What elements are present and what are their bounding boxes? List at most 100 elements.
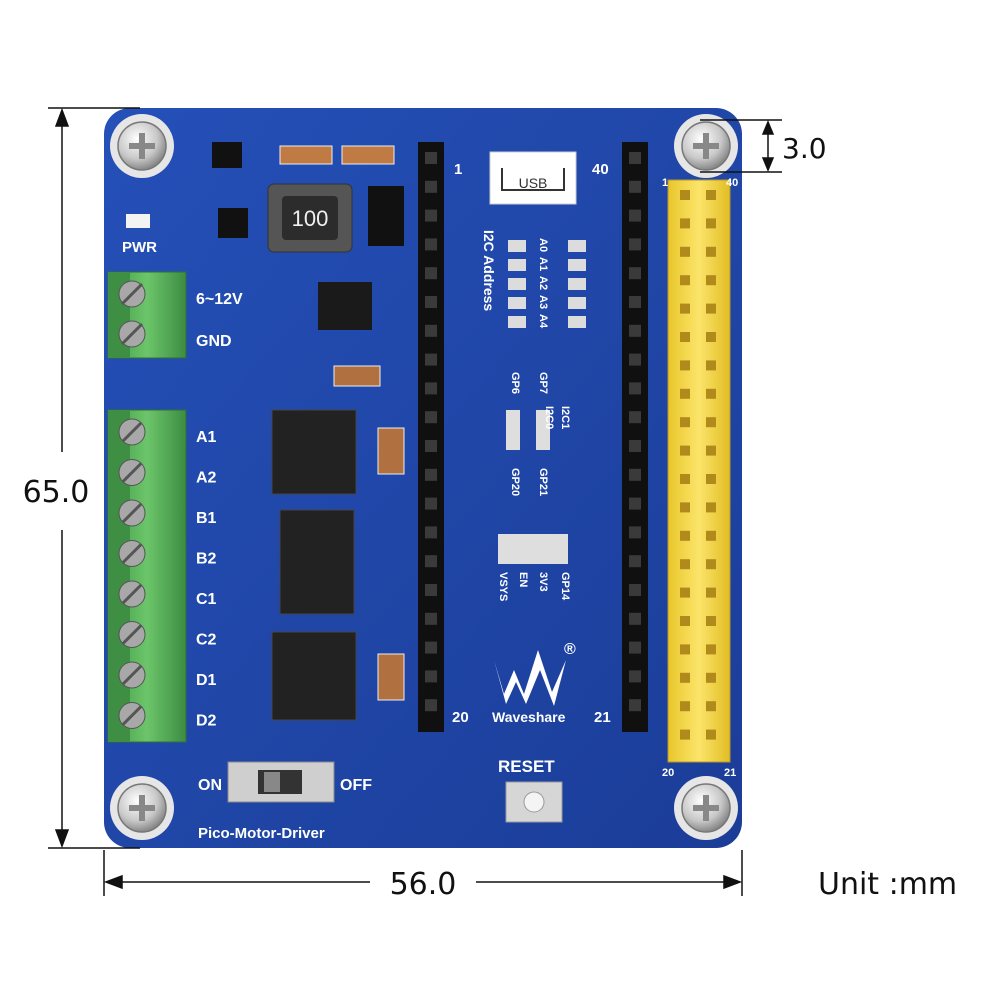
gpio-pin — [706, 303, 716, 314]
power-select-label: VSYS — [497, 572, 509, 601]
driver-chips — [271, 409, 405, 721]
power-components — [212, 142, 404, 387]
header-pin — [629, 612, 641, 625]
header-pin — [629, 267, 641, 280]
gpio-pin — [706, 332, 716, 342]
header-pin — [425, 296, 437, 308]
i2c-select-label: GP20 — [509, 468, 521, 496]
gpio-pin — [706, 530, 716, 541]
gpio-pin — [680, 672, 690, 683]
motor-label: C1 — [196, 591, 217, 608]
header-pin — [425, 526, 437, 539]
usb-outline — [489, 151, 577, 205]
header-pin — [629, 296, 641, 308]
gpio-pin — [706, 502, 716, 513]
hole-dimension: 3.0 — [782, 132, 827, 165]
header-pin — [629, 555, 641, 568]
motor-label: C2 — [196, 632, 217, 649]
power-switch — [227, 761, 335, 803]
motor-label: B2 — [196, 551, 217, 568]
unit-label: Unit :mm — [818, 867, 957, 902]
header-pin — [629, 440, 641, 452]
gpio-pin — [706, 445, 716, 456]
left-header-top: 1 — [454, 161, 462, 178]
header-pin — [425, 641, 437, 654]
gpio-pin — [680, 587, 690, 598]
gpio-pin — [680, 332, 690, 342]
gpio-pin — [706, 190, 716, 200]
power-select-label: GP14 — [559, 572, 571, 601]
address-pin-label: A3 — [537, 295, 549, 309]
header-pin — [629, 180, 641, 193]
header-pin — [629, 584, 641, 596]
header-pin — [629, 670, 641, 683]
usb-label: USB — [519, 175, 548, 191]
header-pin — [425, 440, 437, 452]
brand-mark: ® — [564, 641, 576, 658]
screw-icon — [117, 121, 731, 833]
header-pin — [629, 497, 641, 510]
gpio-pin — [680, 190, 690, 200]
header-pin — [425, 267, 437, 280]
gpio-pin — [680, 701, 690, 712]
gpio-pin — [706, 388, 716, 399]
motor-label: D1 — [196, 672, 217, 689]
header-pin — [629, 324, 641, 337]
header-pin — [425, 612, 437, 625]
power-select-label: 3V3 — [537, 572, 549, 592]
power-terminal-block — [107, 271, 187, 359]
gpio-pin — [706, 616, 716, 626]
gpio-pin — [680, 360, 690, 371]
header-pin — [629, 526, 641, 539]
gpio-pin — [706, 701, 716, 712]
header-pin — [629, 209, 641, 222]
i2c-select-pads — [506, 410, 550, 450]
header-pin — [425, 468, 437, 481]
header-pin — [425, 382, 437, 395]
height-dimension-line — [48, 107, 140, 849]
address-pin-label: A1 — [537, 257, 549, 271]
gpio-pin — [680, 644, 690, 655]
gpio-pin — [706, 587, 716, 598]
gpio-pin — [680, 303, 690, 314]
header-pin — [629, 152, 641, 164]
motor-label: A1 — [196, 429, 217, 446]
power-label-gnd: GND — [196, 333, 232, 350]
power-label-vin: 6~12V — [196, 291, 243, 308]
gpio-pin — [680, 218, 690, 229]
i2c-select-label: I2C0 — [543, 406, 555, 429]
i2c-select-label: GP21 — [537, 468, 549, 496]
address-pin-label: A4 — [537, 314, 549, 329]
header-pin — [629, 641, 641, 654]
gpio-pin — [706, 474, 716, 484]
height-dimension: 65.0 — [23, 475, 90, 510]
gpio-pin — [680, 246, 690, 257]
i2c-select-label: I2C1 — [559, 406, 571, 429]
header-pin — [425, 324, 437, 337]
power-select-label: EN — [517, 572, 529, 587]
header-pin — [425, 180, 437, 193]
header-pin — [629, 353, 641, 366]
gpio-pin — [680, 502, 690, 513]
gpio-pin — [706, 644, 716, 655]
power-select-pads — [498, 534, 568, 564]
gpio-pin — [706, 275, 716, 286]
header-pin — [425, 497, 437, 510]
header-pin — [425, 209, 437, 222]
left-header-bottom: 20 — [452, 709, 469, 726]
gpio-pin — [680, 275, 690, 286]
motor-label: D2 — [196, 713, 217, 730]
i2c-select-label: GP7 — [537, 372, 549, 394]
waveshare-logo — [494, 650, 566, 706]
gpio-top-right: 40 — [726, 177, 738, 189]
reset-label: RESET — [498, 757, 555, 776]
brand-name: Waveshare — [492, 709, 566, 725]
header-pin — [425, 584, 437, 596]
address-pin-label: A0 — [537, 238, 549, 252]
gpio-pin — [680, 417, 690, 428]
header-pin — [425, 152, 437, 164]
gpio-pin — [706, 246, 716, 257]
header-pin — [629, 699, 641, 712]
inductor-value: 100 — [292, 206, 329, 231]
